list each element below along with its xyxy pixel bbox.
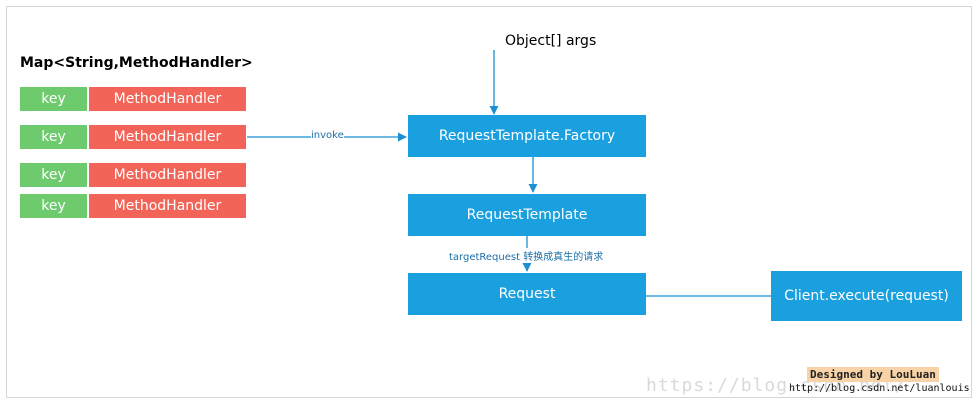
args-label: Object[] args	[505, 33, 597, 49]
map-entry: key MethodHandler	[20, 194, 246, 218]
map-key: key	[20, 125, 87, 149]
author-url: http://blog.csdn.net/luanlouis	[789, 383, 970, 394]
method-handler: MethodHandler	[89, 194, 246, 218]
map-entry: key MethodHandler	[20, 87, 246, 111]
diagram-frame	[6, 6, 972, 398]
map-key: key	[20, 163, 87, 187]
target-request-label: targetRequest 转换成真生的请求	[449, 248, 604, 263]
designer-badge: Designed by LouLuan	[807, 367, 939, 382]
map-key: key	[20, 194, 87, 218]
map-entry: key MethodHandler	[20, 163, 246, 187]
map-title: Map<String,MethodHandler>	[20, 55, 253, 71]
request-template-box: RequestTemplate	[408, 194, 646, 236]
map-entry: key MethodHandler	[20, 125, 246, 149]
request-box: Request	[408, 273, 646, 315]
invoke-label: invoke	[311, 130, 344, 141]
map-key: key	[20, 87, 87, 111]
method-handler: MethodHandler	[89, 87, 246, 111]
method-handler: MethodHandler	[89, 125, 246, 149]
method-handler: MethodHandler	[89, 163, 246, 187]
request-template-factory-box: RequestTemplate.Factory	[408, 115, 646, 157]
client-execute-box: Client.execute(request)	[771, 271, 962, 321]
